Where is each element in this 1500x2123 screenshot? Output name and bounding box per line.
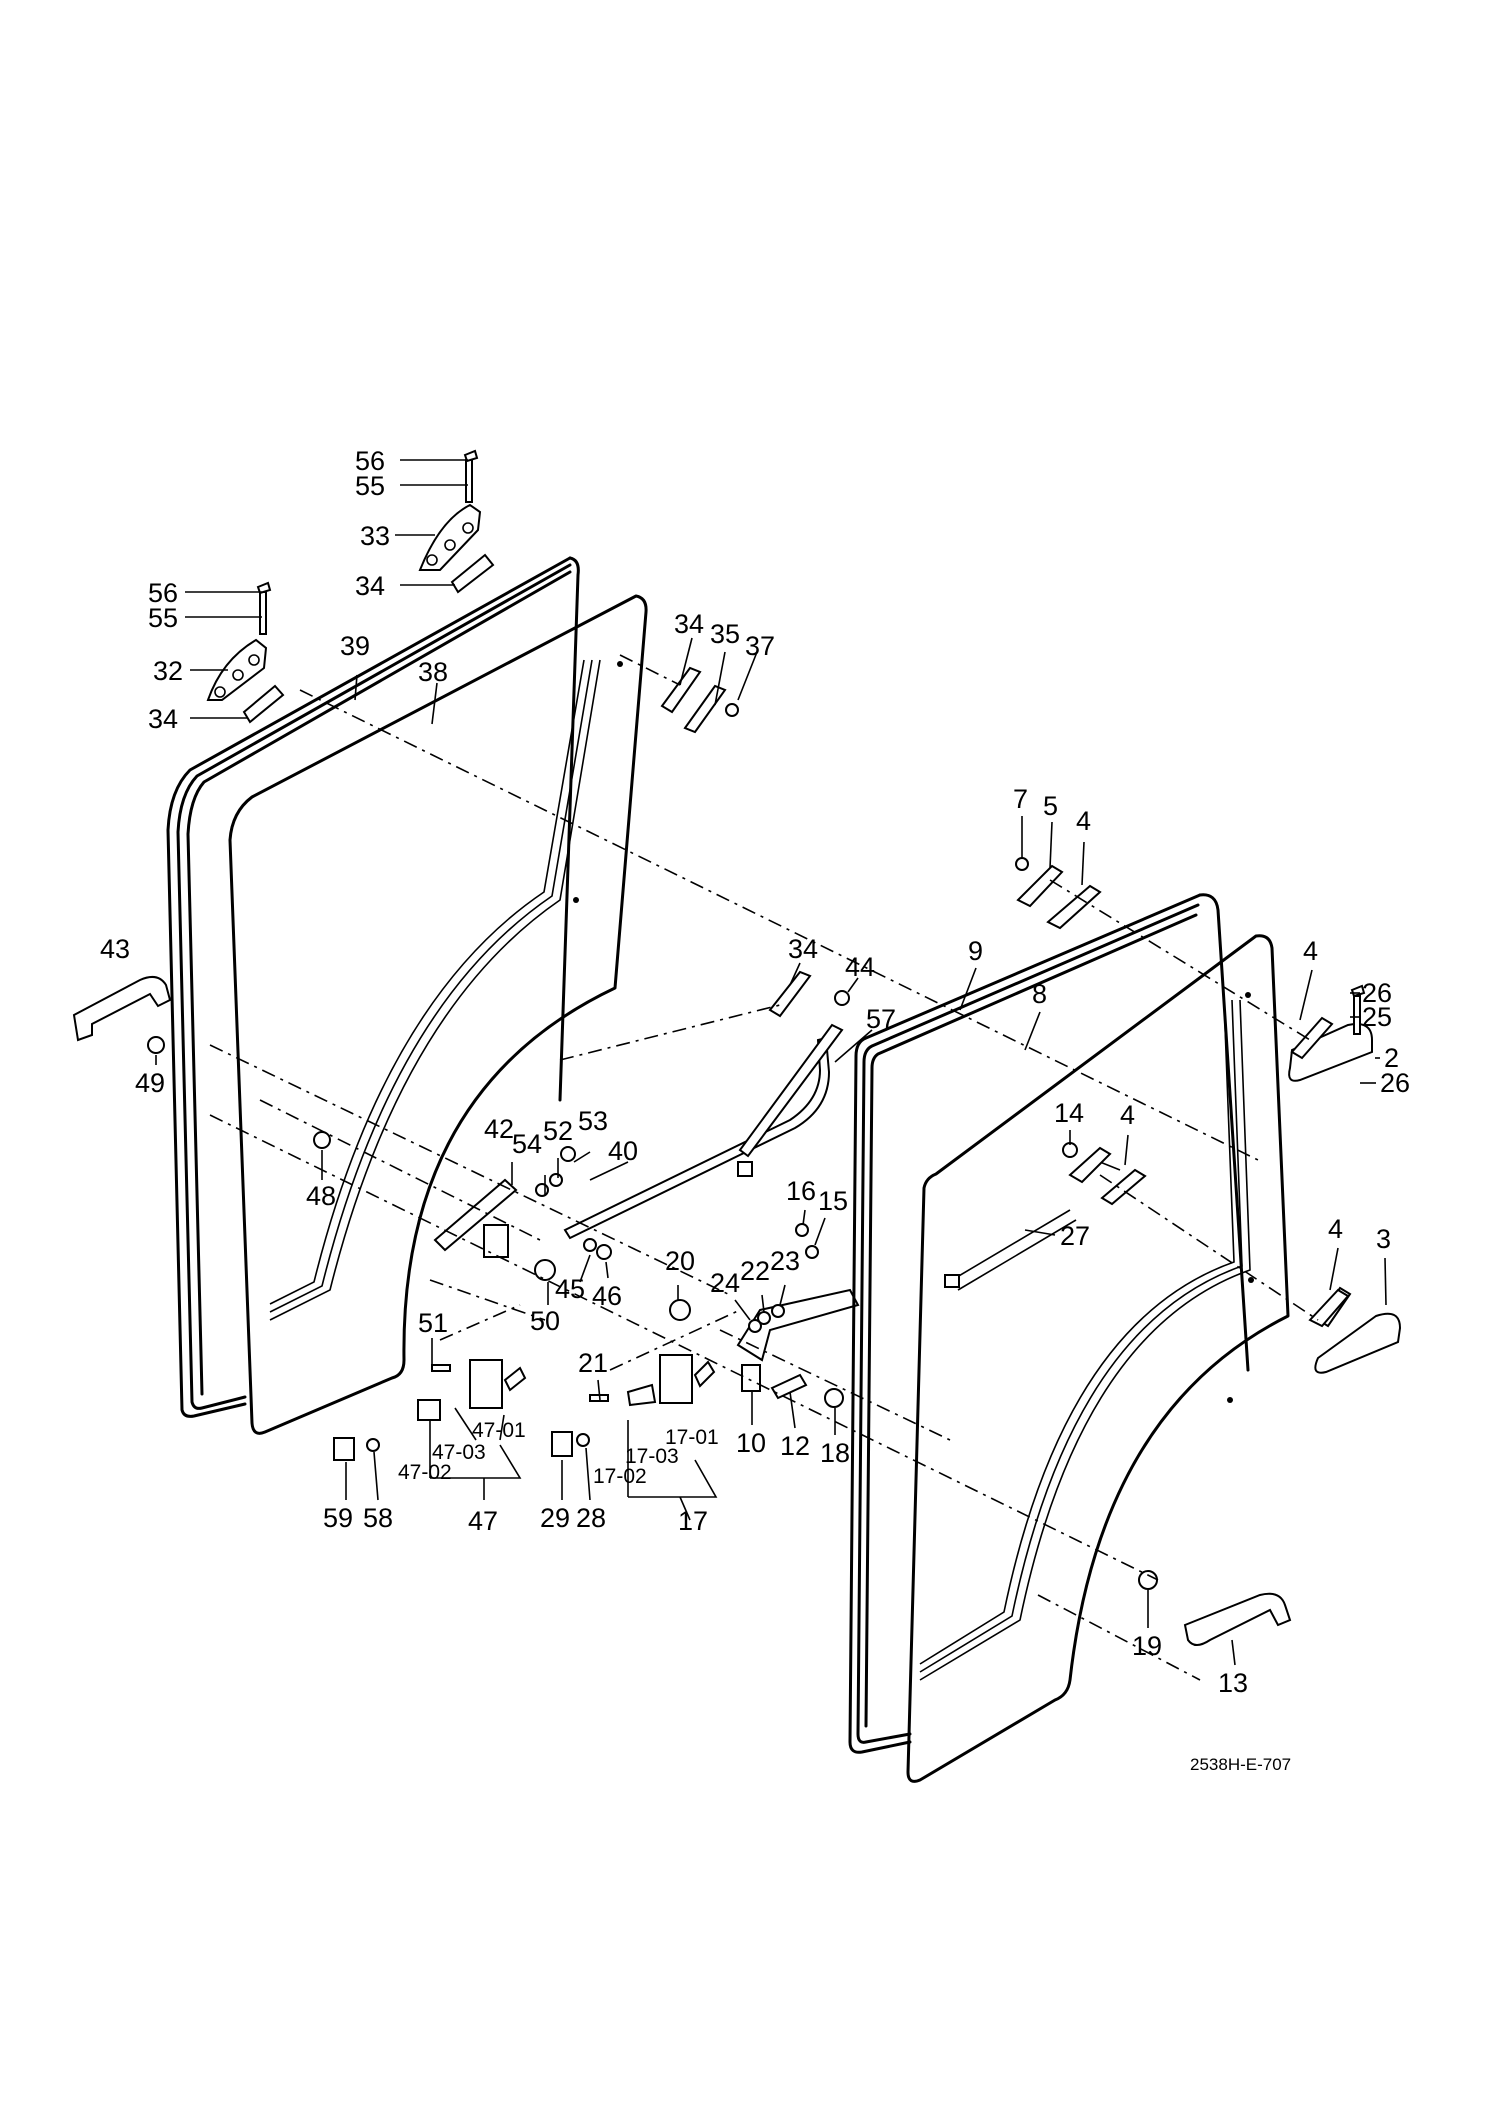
hinge-2: [1288, 984, 1373, 1082]
brackets-4-5: [1015, 857, 1102, 930]
label-34: 34: [788, 934, 818, 964]
part-29: [551, 1431, 573, 1457]
label-8: 8: [1032, 979, 1047, 1009]
label-7: 7: [1013, 784, 1028, 814]
lock-assembly-42: [433, 1146, 612, 1281]
label-19: 19: [1132, 1631, 1162, 1661]
label-47-03: 47-03: [432, 1441, 486, 1464]
rod-40: [563, 1023, 844, 1240]
label-4: 4: [1303, 936, 1318, 966]
label-10: 10: [736, 1428, 766, 1458]
lock-plate-10: [669, 1223, 860, 1408]
label-56: 56: [148, 578, 178, 608]
label-3: 3: [1376, 1224, 1391, 1254]
glass-38: [228, 594, 648, 1435]
plates-34-35: [660, 666, 739, 734]
label-34: 34: [355, 571, 385, 601]
label-34: 34: [674, 609, 704, 639]
label-51: 51: [418, 1308, 448, 1338]
part-59: [333, 1437, 355, 1461]
label-32: 32: [153, 656, 183, 686]
plate-34: [768, 970, 812, 1018]
label-35: 35: [710, 619, 740, 649]
label-2: 2: [1384, 1043, 1399, 1073]
label-17: 17: [678, 1506, 708, 1536]
label-25: 25: [1362, 1002, 1392, 1032]
label-56: 56: [355, 446, 385, 476]
label-40: 40: [608, 1136, 638, 1166]
label-22: 22: [740, 1256, 770, 1286]
label-15: 15: [818, 1186, 848, 1216]
label-38: 38: [418, 657, 448, 687]
label-50: 50: [530, 1306, 560, 1336]
label-57: 57: [866, 1004, 896, 1034]
label-23: 23: [770, 1246, 800, 1276]
hinge-32: [206, 581, 285, 724]
label-53: 53: [578, 1106, 608, 1136]
seal-39: [166, 556, 580, 1418]
label-4: 4: [1328, 1214, 1343, 1244]
label-16: 16: [786, 1176, 816, 1206]
washer-28: [576, 1433, 590, 1447]
label-54: 54: [512, 1129, 542, 1159]
lock-17: [589, 1354, 716, 1407]
bracket-4: [1308, 1288, 1350, 1328]
label-26: 26: [1380, 1068, 1410, 1098]
assembly-lines: [209, 654, 1319, 1681]
label-37: 37: [745, 631, 775, 661]
label-45: 45: [555, 1274, 585, 1304]
label-27: 27: [1060, 1221, 1090, 1251]
label-55: 55: [148, 603, 178, 633]
label-17-03: 17-03: [625, 1445, 679, 1468]
washer-48: [313, 1131, 331, 1149]
label-14: 14: [1054, 1098, 1084, 1128]
label-26: 26: [1362, 978, 1392, 1008]
label-17-02: 17-02: [593, 1465, 647, 1488]
label-49: 49: [135, 1068, 165, 1098]
figure-code: 2538H-E-707: [1190, 1755, 1291, 1774]
label-44: 44: [845, 952, 875, 982]
label-59: 59: [323, 1503, 353, 1533]
part-labels: 56 55 33 34 56 55 32 34 39 38 34 35 37 4…: [100, 446, 1410, 1774]
label-12: 12: [780, 1431, 810, 1461]
label-9: 9: [968, 936, 983, 966]
glass-8: [906, 934, 1290, 1783]
label-42: 42: [484, 1114, 514, 1144]
label-28: 28: [576, 1503, 606, 1533]
label-4: 4: [1120, 1100, 1135, 1130]
label-47-01: 47-01: [472, 1419, 526, 1442]
label-43: 43: [100, 934, 130, 964]
label-20: 20: [665, 1246, 695, 1276]
label-29: 29: [540, 1503, 570, 1533]
label-47: 47: [468, 1506, 498, 1536]
label-21: 21: [578, 1348, 608, 1378]
hinge-33: [418, 449, 495, 594]
label-5: 5: [1043, 791, 1058, 821]
label-24: 24: [710, 1268, 740, 1298]
label-17-01: 17-01: [665, 1426, 719, 1449]
washer-58: [366, 1438, 380, 1452]
label-52: 52: [543, 1116, 573, 1146]
label-48: 48: [306, 1181, 336, 1211]
stay-27: [944, 1142, 1147, 1291]
handle-43: [72, 975, 172, 1054]
label-4: 4: [1076, 806, 1091, 836]
label-18: 18: [820, 1438, 850, 1468]
label-58: 58: [363, 1503, 393, 1533]
label-33: 33: [360, 521, 390, 551]
lock-47: [417, 1359, 527, 1421]
label-55: 55: [355, 471, 385, 501]
label-46: 46: [592, 1281, 622, 1311]
label-47-02: 47-02: [398, 1461, 452, 1484]
leader-lines: [155, 459, 1387, 1666]
nut-44: [834, 990, 850, 1006]
label-13: 13: [1218, 1668, 1248, 1698]
label-39: 39: [340, 631, 370, 661]
label-34: 34: [148, 704, 178, 734]
